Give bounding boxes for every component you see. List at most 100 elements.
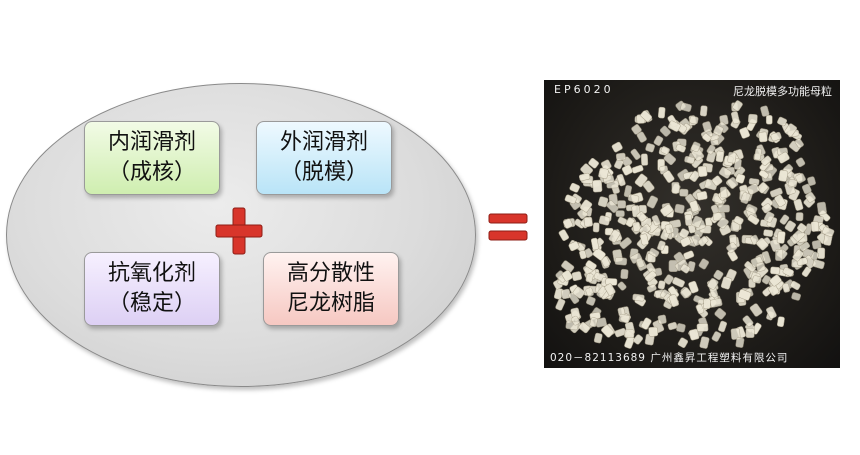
pellet [592,222,600,233]
pellet [677,337,689,348]
pellet [611,141,623,153]
pellet [662,170,675,183]
pellet [642,180,655,193]
pellet [640,110,652,122]
pellet [822,226,835,237]
pellet [688,328,700,341]
pellet [754,148,762,161]
box-line: （成核） [107,160,196,185]
pellet [585,273,594,283]
pellet [660,146,670,155]
pellet [680,287,692,299]
pellet [644,270,657,283]
pellet [614,257,628,266]
pellet [660,204,674,217]
pellet [719,186,728,199]
pellet [597,196,609,208]
pellet [733,215,744,226]
pellet [810,251,820,261]
pellet [586,296,596,306]
antioxidant-box: 抗氧化剂 （稳定） [84,252,220,326]
pellet [757,182,769,194]
box-line: 外润滑剂 [279,130,368,155]
pellet [674,203,685,214]
pellet [777,316,785,328]
pellet [698,258,709,270]
pellet [572,286,586,299]
pellet [799,241,811,252]
pellet [676,323,686,333]
pellet [711,175,723,186]
pellet [810,221,820,232]
pellet [561,270,573,282]
product-title: 尼龙脱模多功能母粒 [733,85,832,98]
pellet [765,115,773,125]
pellet [679,228,690,239]
inner-lubricant-box: 内润滑剂 （成核） [84,121,220,195]
pellet [580,163,593,177]
pellet [631,164,644,174]
pellet [747,113,758,124]
pellet [651,214,661,226]
pellet [571,315,580,326]
pellet [590,237,599,251]
pellet [569,182,580,193]
pellet [578,172,591,182]
pellet [668,286,679,299]
pellet [571,271,582,282]
pellet [727,151,737,164]
pellet [564,194,577,205]
pellet [730,328,741,340]
pellet [680,102,692,112]
pellet [563,218,573,229]
box-line: 高分散性 [286,261,375,286]
pellet [763,211,775,223]
pellet [795,212,804,222]
pellet [761,250,772,264]
pellet [696,323,709,332]
pellet [768,284,780,296]
pellet [680,264,691,274]
pellet [632,293,645,302]
pellet [714,307,727,320]
pellet [715,150,725,163]
pellet [683,250,695,260]
pellet [760,155,772,166]
pellet [758,131,768,143]
nylon-resin-box: 高分散性 尼龙树脂 [263,252,399,326]
pellet [664,223,674,234]
pellet [713,269,724,281]
pellet [593,332,603,344]
pellet [592,179,603,193]
pellet [769,274,782,287]
pellet [752,275,762,284]
pellet [777,151,790,164]
pellet [775,249,784,261]
pellet [702,121,713,133]
pellet [668,294,679,308]
pellet [600,159,612,171]
pellet [630,148,641,160]
pellet [734,158,742,170]
pellet [636,131,647,143]
box-line: 内润滑剂 [107,130,196,155]
pellet [816,201,827,215]
pellet [640,317,652,330]
pellet [774,194,786,208]
pellet [778,169,789,182]
pellet [784,220,796,233]
pellet [583,216,593,228]
pellet [703,298,711,309]
pellet [558,229,569,241]
pellet [624,329,635,338]
pellet [718,166,732,179]
pellet [737,289,752,301]
pellet [598,215,611,226]
pellet [646,195,659,209]
product-code: EP6020 [554,83,614,96]
pellet [756,237,769,251]
pellet [627,194,640,203]
box-line: （稳定） [107,291,196,316]
pellet [776,230,786,244]
pellet [702,133,712,143]
